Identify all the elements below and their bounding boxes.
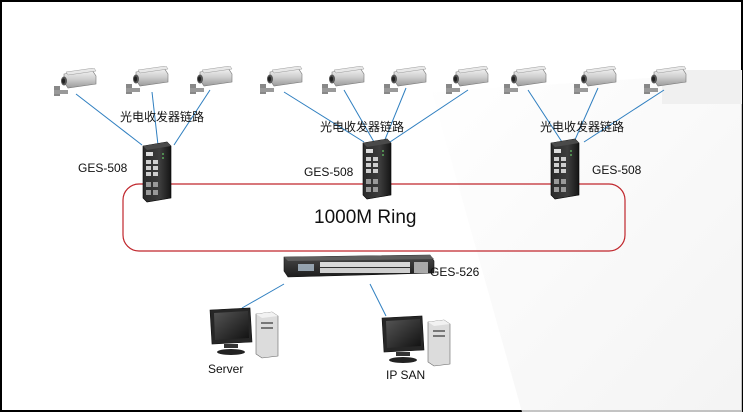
ip-camera-icon — [189, 66, 233, 95]
ip-camera-icon — [259, 66, 303, 95]
camera-group-left — [53, 66, 233, 97]
ip-camera-icon — [125, 66, 169, 95]
desktop-computer-icon — [381, 315, 451, 367]
link-label-middle: 光电收发器链路 — [320, 120, 405, 134]
link-label-left: 光电收发器链路 — [120, 110, 205, 124]
camera-link — [283, 91, 365, 143]
desktop-computer-icon — [209, 307, 279, 359]
camera-group-middle — [259, 66, 489, 95]
industrial-switch-icon — [362, 138, 392, 200]
camera-link — [383, 87, 407, 143]
host-label-ipsan: IP SAN — [386, 368, 426, 382]
core-switch-label: GES-526 — [430, 265, 480, 279]
camera-link — [173, 89, 211, 146]
switch-label-2: GES-508 — [304, 165, 354, 179]
camera-links — [75, 87, 665, 146]
server-link — [241, 283, 285, 309]
switch-label-1: GES-508 — [78, 161, 128, 175]
industrial-switch-icon — [142, 141, 172, 203]
background-shade — [432, 72, 742, 412]
ipsan-link — [369, 283, 387, 317]
industrial-switch-icon — [550, 138, 580, 200]
camera-link — [75, 93, 143, 146]
switch-label-3: GES-508 — [592, 163, 642, 177]
rack-switch-icon — [283, 254, 435, 278]
ip-camera-icon — [321, 66, 365, 95]
host-label-server: Server — [208, 362, 244, 376]
camera-link — [573, 87, 599, 143]
camera-link — [389, 89, 469, 143]
camera-link — [151, 91, 159, 146]
camera-link — [583, 89, 665, 143]
camera-link — [343, 89, 375, 143]
ip-camera-icon — [53, 68, 97, 97]
ring-label: 1000M Ring — [314, 207, 417, 228]
host-links — [241, 283, 387, 317]
camera-link — [527, 89, 563, 143]
link-label-right: 光电收发器链路 — [540, 120, 625, 134]
